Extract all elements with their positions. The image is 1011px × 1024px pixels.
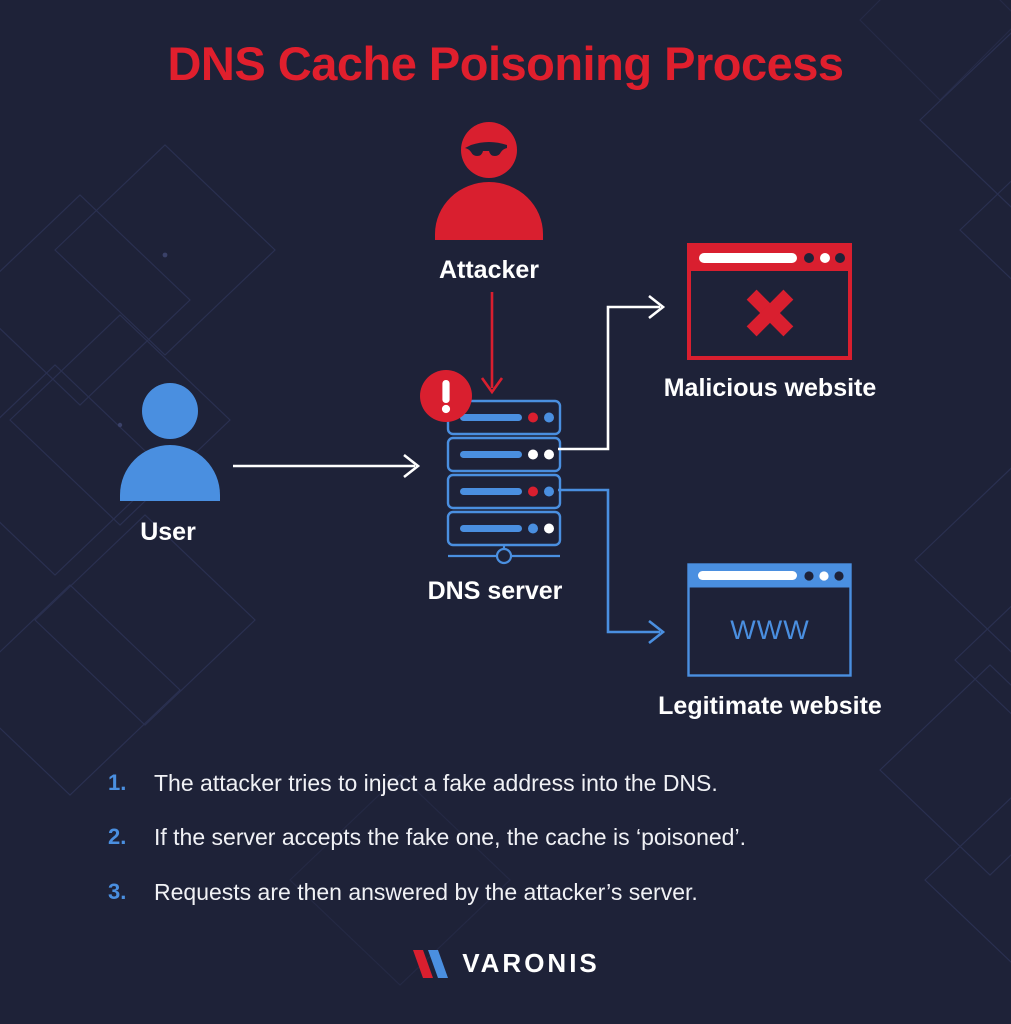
server-rack-icon [420, 370, 562, 565]
x-mark-icon [746, 289, 794, 337]
step-number: 2. [108, 824, 127, 850]
step-number: 1. [108, 770, 127, 795]
dns-to-legitimate-arrow [558, 488, 666, 645]
step-text: If the server accepts the fake one, the … [154, 824, 746, 851]
user-label: User [140, 518, 196, 546]
attacker-label: Attacker [438, 256, 540, 284]
step-number: 3. [108, 878, 127, 904]
dns-to-malicious-arrow [558, 294, 666, 451]
list-item: 3. Requests are then answered by the att… [108, 879, 938, 905]
attacker-masked-person-icon [435, 122, 543, 240]
list-item: 2. If the server accepts the fake one, t… [108, 824, 938, 850]
step-text: The attacker tries to inject a fake addr… [154, 770, 718, 796]
legitimate-website-label: Legitimate website [658, 692, 882, 720]
user-person-icon [120, 383, 220, 501]
page-title: DNS Cache Poisoning Process [167, 37, 844, 90]
user-to-dns-arrow [233, 453, 421, 479]
browser-window-error-icon [687, 243, 852, 360]
browser-window-www-icon: WWW [687, 563, 852, 677]
malicious-website-label: Malicious website [663, 374, 877, 402]
alert-exclamation-icon [420, 370, 472, 422]
brand-name: VARONIS [462, 948, 600, 978]
server-rack-unit-2 [446, 436, 562, 473]
www-text: WWW [730, 615, 809, 645]
varonis-chevron-logo [413, 949, 449, 978]
steps-list: 1. The attacker tries to inject a fake a… [108, 770, 938, 933]
footer-brand: VARONIS [0, 948, 1011, 979]
dns-server-label: DNS server [427, 577, 563, 605]
server-rack-unit-4 [446, 510, 562, 547]
server-rack-unit-3 [446, 473, 562, 510]
server-base-connector [448, 545, 560, 565]
list-item: 1. The attacker tries to inject a fake a… [108, 770, 938, 796]
step-text: Requests are then answered by the attack… [154, 878, 698, 905]
